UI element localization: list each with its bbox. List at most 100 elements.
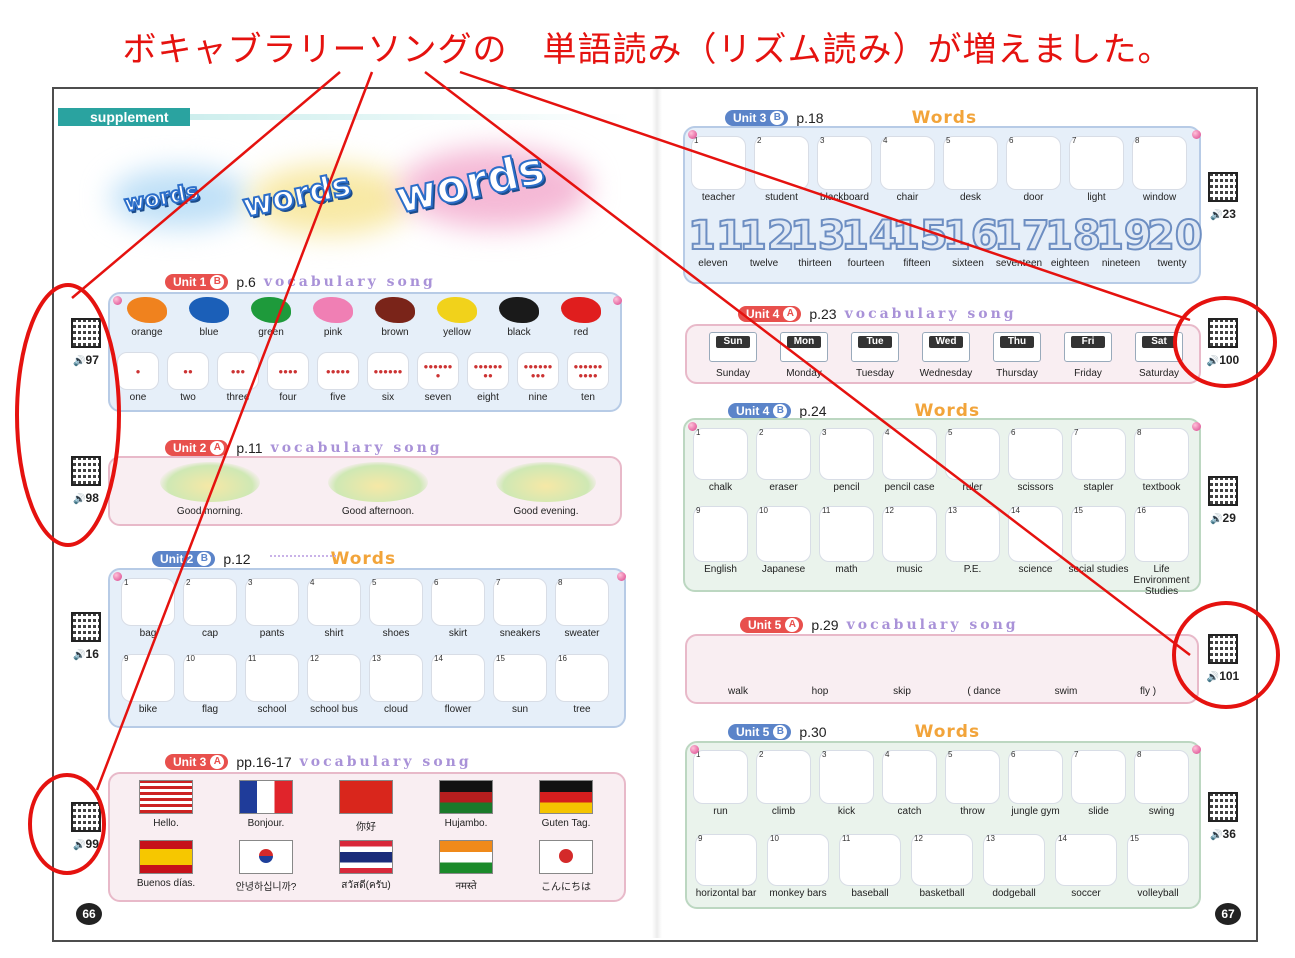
item-label: Life Environment Studies — [1133, 564, 1190, 597]
picture: 1 — [693, 750, 748, 804]
item-label: नमस्ते — [455, 881, 477, 892]
qr-audio-36[interactable]: 🔊36 — [1203, 792, 1243, 841]
qr-code[interactable] — [71, 612, 101, 642]
item-label: pants — [259, 628, 285, 639]
qr-code[interactable] — [1208, 476, 1238, 506]
picture — [184, 295, 234, 325]
page-ref: pp.16-17 — [236, 754, 292, 770]
item-label: fourteen — [847, 258, 885, 269]
page-ref: p.18 — [796, 110, 824, 126]
item-number: 14 — [1058, 834, 1067, 843]
greeting-flag-item: สวัสดี(ครับ) — [318, 840, 414, 893]
verb-item: swim — [1028, 640, 1104, 697]
qr-audio-99[interactable]: 🔊99 — [66, 802, 106, 851]
greeting-item: Good afternoon. — [313, 462, 443, 517]
greeting-flag-item: 안녕하십니까? — [218, 840, 314, 893]
picture: 13 — [983, 834, 1045, 886]
qr-code[interactable] — [71, 802, 101, 832]
qr-audio-100[interactable]: 🔊100 — [1203, 318, 1243, 367]
picture: 7 — [493, 578, 547, 626]
greeting-item: Good evening. — [481, 462, 611, 517]
pushpin-icon — [113, 572, 122, 581]
picture: 7 — [1071, 750, 1126, 804]
item-label: Bonjour. — [247, 818, 285, 829]
item-label: run — [713, 806, 728, 817]
day-abbr: Tue — [858, 336, 892, 348]
item-number: 5 — [948, 428, 953, 437]
day-abbr: Sat — [1142, 336, 1176, 348]
item-number: 12 — [914, 834, 923, 843]
qr-code[interactable] — [1208, 172, 1238, 202]
item-number: 14 — [1011, 506, 1020, 515]
qr-audio-16[interactable]: 🔊16 — [66, 612, 106, 661]
qr-audio-98[interactable]: 🔊98 — [66, 456, 106, 505]
page-ref: p.24 — [799, 403, 827, 419]
item-label: ruler — [962, 482, 983, 493]
qr-audio-97[interactable]: 🔊97 — [66, 318, 106, 367]
item-label: yellow — [443, 327, 471, 338]
greeting-flag-item: Bonjour. — [218, 780, 314, 829]
page-ref: p.6 — [236, 274, 256, 290]
section-heading: vocabulary song — [844, 306, 1017, 322]
picture: 2 — [183, 578, 237, 626]
marble-dots: ●●●● — [278, 366, 298, 376]
item-label: skip — [893, 686, 911, 697]
day-abbr: Fri — [1071, 336, 1105, 348]
qr-code[interactable] — [1208, 792, 1238, 822]
qr-audio-29[interactable]: 🔊29 — [1203, 476, 1243, 525]
greeting-flag-item: 你好 — [318, 780, 414, 833]
item-label: science — [1018, 564, 1053, 575]
speaker-icon: 🔊 — [73, 650, 86, 661]
picture: ●●●●●● — [367, 352, 409, 390]
item-label: window — [1142, 192, 1177, 203]
item-label: 你好 — [356, 822, 376, 833]
page-ref: p.29 — [811, 617, 839, 633]
picture: 5 — [945, 750, 1000, 804]
item-label: flag — [201, 704, 219, 715]
paint-blob — [499, 297, 539, 323]
vocab-item: 14 soccer — [1052, 834, 1120, 899]
item-label: Monday — [786, 368, 822, 379]
item-label: music — [896, 564, 923, 575]
page-ref: p.11 — [236, 440, 263, 456]
vocab-item: 10 monkey bars — [764, 834, 832, 899]
item-label: monkey bars — [769, 888, 827, 899]
highlight-circle — [1172, 601, 1280, 709]
item-number: 3 — [822, 750, 827, 759]
item-label: Thursday — [996, 368, 1038, 379]
item-label: ten — [581, 392, 595, 403]
flag-icon — [539, 780, 593, 814]
item-label: volleyball — [1137, 888, 1179, 899]
item-number: 7 — [1074, 428, 1079, 437]
big-number: 12 — [738, 213, 796, 259]
picture: 10 — [767, 834, 829, 886]
qr-code[interactable] — [1208, 318, 1238, 348]
item-number: 3 — [248, 578, 253, 587]
qr-audio-23[interactable]: 🔊23 — [1203, 172, 1243, 221]
qr-code[interactable] — [71, 456, 101, 486]
item-label: seven — [424, 392, 452, 403]
item-label: sweater — [564, 628, 600, 639]
qr-audio-101[interactable]: 🔊101 — [1203, 634, 1243, 683]
qr-code[interactable] — [1208, 634, 1238, 664]
section-heading: vocabulary song — [846, 617, 1019, 633]
qr-code[interactable] — [71, 318, 101, 348]
item-number: 5 — [372, 578, 377, 587]
item-label: soccer — [1071, 888, 1101, 899]
number-item: ●●●●four — [264, 352, 312, 403]
item-number: 16 — [558, 654, 567, 663]
item-label: cloud — [384, 704, 408, 715]
picture: 5 — [369, 578, 423, 626]
flag-icon — [339, 840, 393, 874]
item-label: jungle gym — [1011, 806, 1060, 817]
pushpin-icon — [688, 422, 697, 431]
